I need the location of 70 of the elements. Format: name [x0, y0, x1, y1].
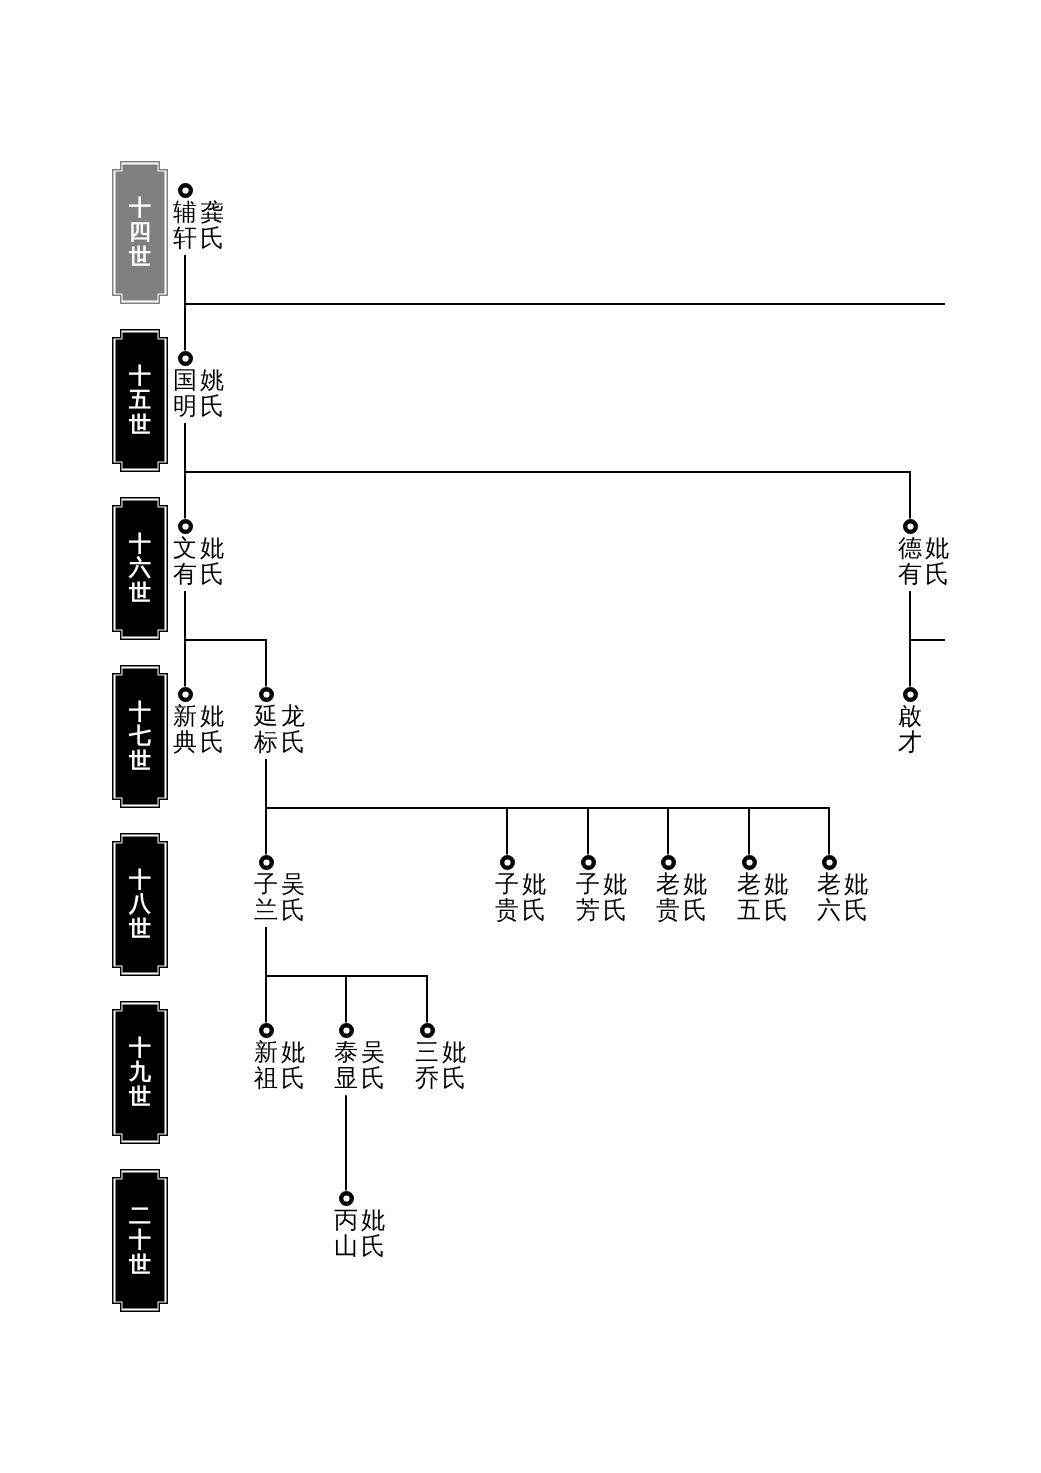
- person-name: 延标: [254, 702, 278, 756]
- spouse-name: 妣氏: [200, 534, 224, 588]
- person-name: 子兰: [254, 870, 278, 924]
- person-entry: [334, 1022, 385, 1092]
- person-entry: [173, 686, 224, 756]
- person-name: 新祖: [254, 1038, 278, 1092]
- spouse-name: 妣氏: [925, 534, 949, 588]
- generation-tablet: [112, 1169, 168, 1312]
- person-entry: [656, 854, 707, 924]
- person-name: 辅轩: [173, 198, 197, 252]
- branch-line: [184, 254, 946, 305]
- person-name: 文有: [173, 534, 197, 588]
- spouse-name: 妣氏: [844, 870, 868, 924]
- person-entry: [254, 1022, 305, 1092]
- generation-label: 十九世: [129, 1036, 151, 1109]
- connector-line: [345, 1094, 347, 1192]
- connector-line: [184, 422, 911, 520]
- spouse-name: 吴氏: [361, 1038, 385, 1092]
- connector-line: [184, 590, 267, 688]
- person-entry: [334, 1190, 385, 1260]
- connector-line: [265, 926, 428, 1024]
- person-name: 子贵: [495, 870, 519, 924]
- generation-label: 十四世: [129, 196, 151, 269]
- spouse-name: 妣氏: [200, 702, 224, 756]
- person-name: 啟才: [898, 702, 922, 756]
- person-entry: [817, 854, 868, 924]
- spouse-name: 妣氏: [522, 870, 546, 924]
- person-entry: [415, 1022, 466, 1092]
- person-name: 老贵: [656, 870, 680, 924]
- person-entry: [173, 350, 224, 420]
- person-name: 国明: [173, 366, 197, 420]
- person-name: 新典: [173, 702, 197, 756]
- generation-tablet: [112, 1001, 168, 1144]
- person-entry: [254, 854, 305, 924]
- person-entry: [898, 518, 949, 588]
- person-name: 泰显: [334, 1038, 358, 1092]
- branch-line: [909, 590, 946, 641]
- person-name: 子芳: [576, 870, 600, 924]
- generation-label: 十六世: [129, 532, 151, 605]
- person-entry: [737, 854, 788, 924]
- person-entry: [576, 854, 627, 924]
- person-name: 德有: [898, 534, 922, 588]
- person-entry: [898, 686, 922, 756]
- generation-tablet: [112, 833, 168, 976]
- generation-label: 十五世: [129, 364, 151, 437]
- spouse-name: 龙氏: [281, 702, 305, 756]
- person-name: 老五: [737, 870, 761, 924]
- spouse-name: 妣氏: [281, 1038, 305, 1092]
- spouse-name: 妣氏: [361, 1206, 385, 1260]
- person-entry: [173, 182, 224, 252]
- generation-tablet: [112, 161, 168, 304]
- generation-label: 二十世: [129, 1204, 151, 1277]
- spouse-name: 妣氏: [683, 870, 707, 924]
- person-name: 老六: [817, 870, 841, 924]
- spouse-name: 妣氏: [442, 1038, 466, 1092]
- spouse-name: 龚氏: [200, 198, 224, 252]
- generation-label: 十八世: [129, 868, 151, 941]
- person-name: 三乔: [415, 1038, 439, 1092]
- spouse-name: 妣氏: [603, 870, 627, 924]
- spouse-name: 吴氏: [281, 870, 305, 924]
- person-entry: [173, 518, 224, 588]
- person-name: 丙山: [334, 1206, 358, 1260]
- person-entry: [254, 686, 305, 756]
- generation-label: 十七世: [129, 700, 151, 773]
- spouse-name: 妣氏: [764, 870, 788, 924]
- generation-tablet: [112, 329, 168, 472]
- generation-tablet: [112, 497, 168, 640]
- generation-tablet: [112, 665, 168, 808]
- spouse-name: 姚氏: [200, 366, 224, 420]
- person-entry: [495, 854, 546, 924]
